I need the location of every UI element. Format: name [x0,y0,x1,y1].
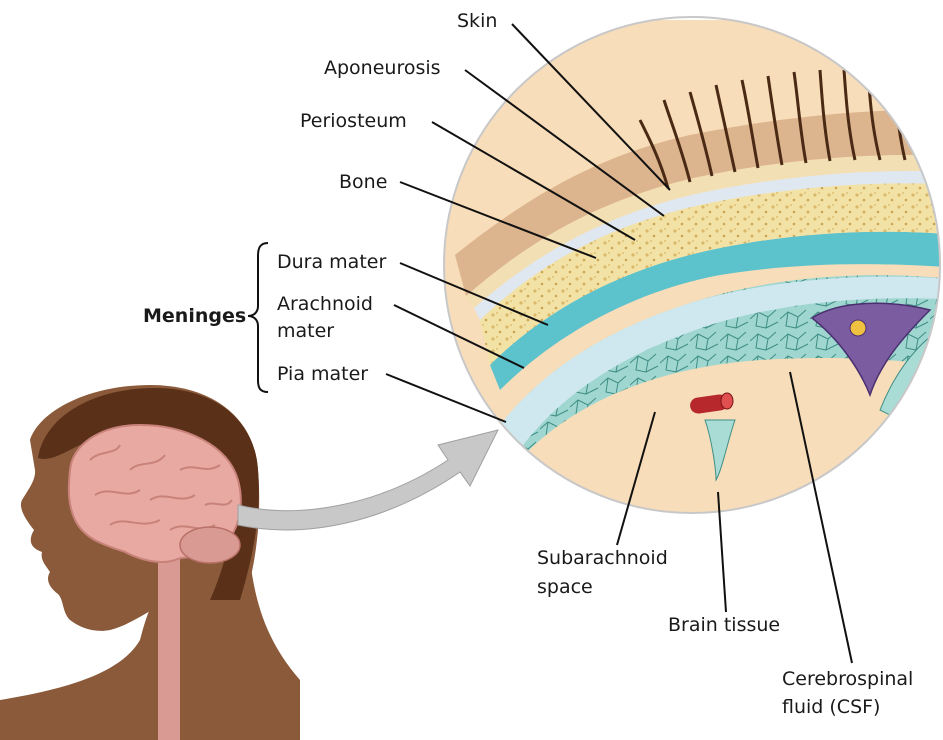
label-meninges: Meninges [143,303,246,329]
label-bone: Bone [339,169,387,195]
spinal-cord [158,540,180,740]
head-illustration [0,385,300,740]
granulation [850,320,866,336]
label-dura-mater: Dura mater [277,249,386,275]
label-pia-mater: Pia mater [277,361,368,387]
label-periosteum: Periosteum [300,108,407,134]
meninges-brace [248,243,268,392]
magnified-view [430,17,943,520]
label-brain-tissue: Brain tissue [668,612,780,638]
label-subarachnoid-line1: Subarachnoid [537,545,668,571]
label-arachnoid-line1: Arachnoid [277,291,373,317]
label-arachnoid-line2: mater [277,318,334,344]
label-subarachnoid-line2: space [537,574,593,600]
label-skin: Skin [457,8,497,34]
zoom-arrow [238,430,498,530]
label-csf-line1: Cerebrospinal [782,666,913,692]
label-aponeurosis: Aponeurosis [324,55,441,81]
label-csf-line2: fluid (CSF) [782,694,880,720]
cerebellum [180,527,240,563]
